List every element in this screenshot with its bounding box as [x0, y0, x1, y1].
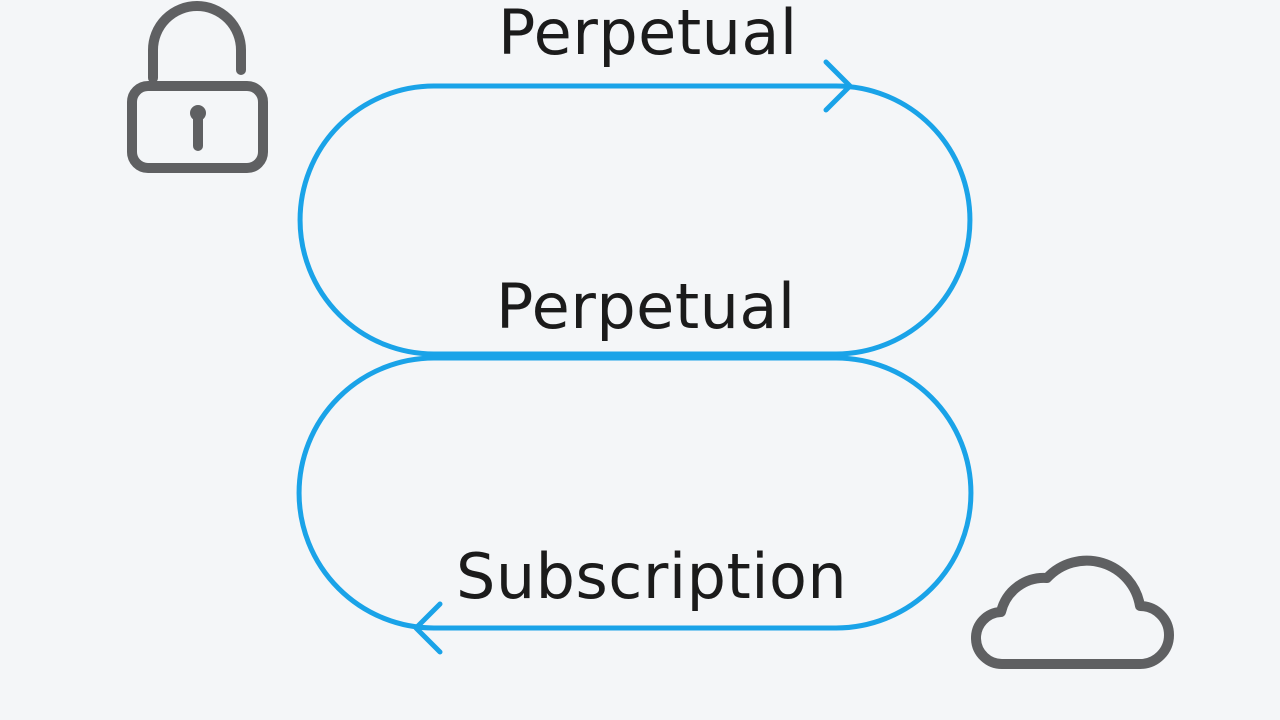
- label-perpetual-top: Perpetual: [498, 0, 798, 69]
- label-subscription: Subscription: [456, 540, 848, 613]
- upper-loop-path: [297, 83, 973, 357]
- lower-loop-path: [296, 355, 974, 631]
- label-perpetual-middle: Perpetual: [496, 270, 796, 343]
- padlock-icon: [127, 1, 268, 173]
- cloud-icon: [971, 555, 1174, 669]
- arrowhead-right: [823, 59, 853, 113]
- arrowhead-left: [413, 601, 443, 655]
